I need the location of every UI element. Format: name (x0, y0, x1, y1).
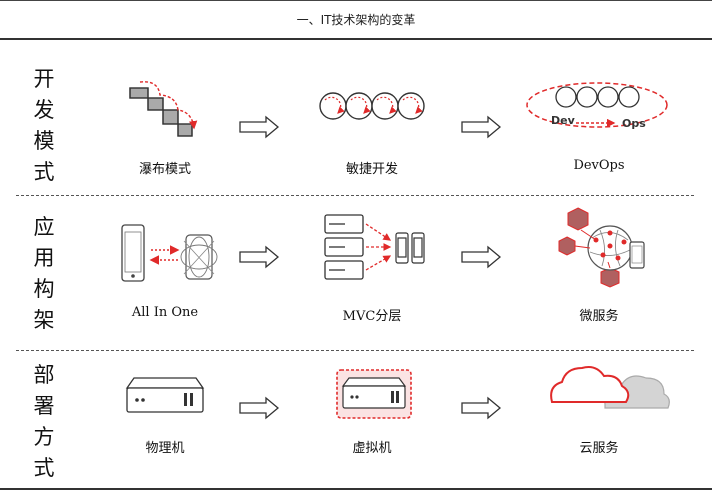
row-label-char: 用 (33, 246, 55, 270)
bottom-divider (0, 488, 712, 490)
row-label-char: 应 (33, 215, 55, 239)
client-devices-icon (395, 232, 425, 264)
devops-ops-label: Ops (622, 117, 646, 130)
monolith-app-icon (121, 224, 218, 282)
row-label-char: 式 (33, 456, 55, 480)
row-label-app-arch: 应 用 构 架 (24, 212, 64, 336)
agile-cycles-icon (319, 92, 425, 120)
row-label-dev-mode: 开 发 模 式 (24, 64, 64, 188)
caption-waterfall: 瀑布模式 (138, 162, 191, 177)
arrow-right-icon (239, 245, 280, 269)
row-label-char: 构 (33, 277, 55, 301)
row-label-char: 方 (33, 425, 55, 449)
arrow-right-icon (461, 396, 502, 420)
arrow-right-icon (239, 396, 280, 420)
row-label-deploy: 部 署 方 式 (24, 360, 64, 484)
caption-agile: 敏捷开发 (345, 162, 398, 177)
arrow-right-icon (239, 115, 280, 139)
cloud-icon (550, 366, 670, 409)
waterfall-icon (129, 81, 198, 137)
row-label-char: 部 (33, 363, 55, 387)
row-label-char: 式 (33, 160, 55, 184)
caption-cloud-service: 云服务 (579, 441, 619, 456)
row-label-char: 署 (33, 394, 55, 418)
devops-dev-label: Dev (551, 114, 576, 127)
row-separator (16, 195, 694, 196)
header-divider (0, 38, 712, 40)
row-separator (16, 350, 694, 351)
caption-physical-machine: 物理机 (145, 441, 185, 456)
microservices-icon (558, 207, 645, 288)
layered-servers-icon (324, 214, 364, 280)
physical-server-icon (125, 377, 205, 413)
agile-cycle-arrows (324, 96, 423, 114)
arrow-right-icon (461, 115, 502, 139)
mvc-request-arrows (365, 223, 392, 271)
caption-microservices: 微服务 (579, 309, 619, 324)
caption-mvc: MVC分层 (342, 309, 402, 324)
row-label-char: 模 (33, 129, 55, 153)
row-label-char: 架 (33, 308, 55, 332)
caption-all-in-one: All In One (131, 305, 199, 320)
caption-virtual-machine: 虚拟机 (352, 441, 392, 456)
arrow-right-icon (461, 245, 502, 269)
virtual-server-icon (336, 369, 412, 419)
row-label-char: 发 (33, 98, 55, 122)
diagram-title: 一、IT技术架构的变革 (296, 12, 416, 27)
row-label-char: 开 (33, 67, 55, 91)
caption-devops: DevOps (573, 158, 625, 173)
devops-loop-icon: Dev Ops (526, 82, 668, 130)
